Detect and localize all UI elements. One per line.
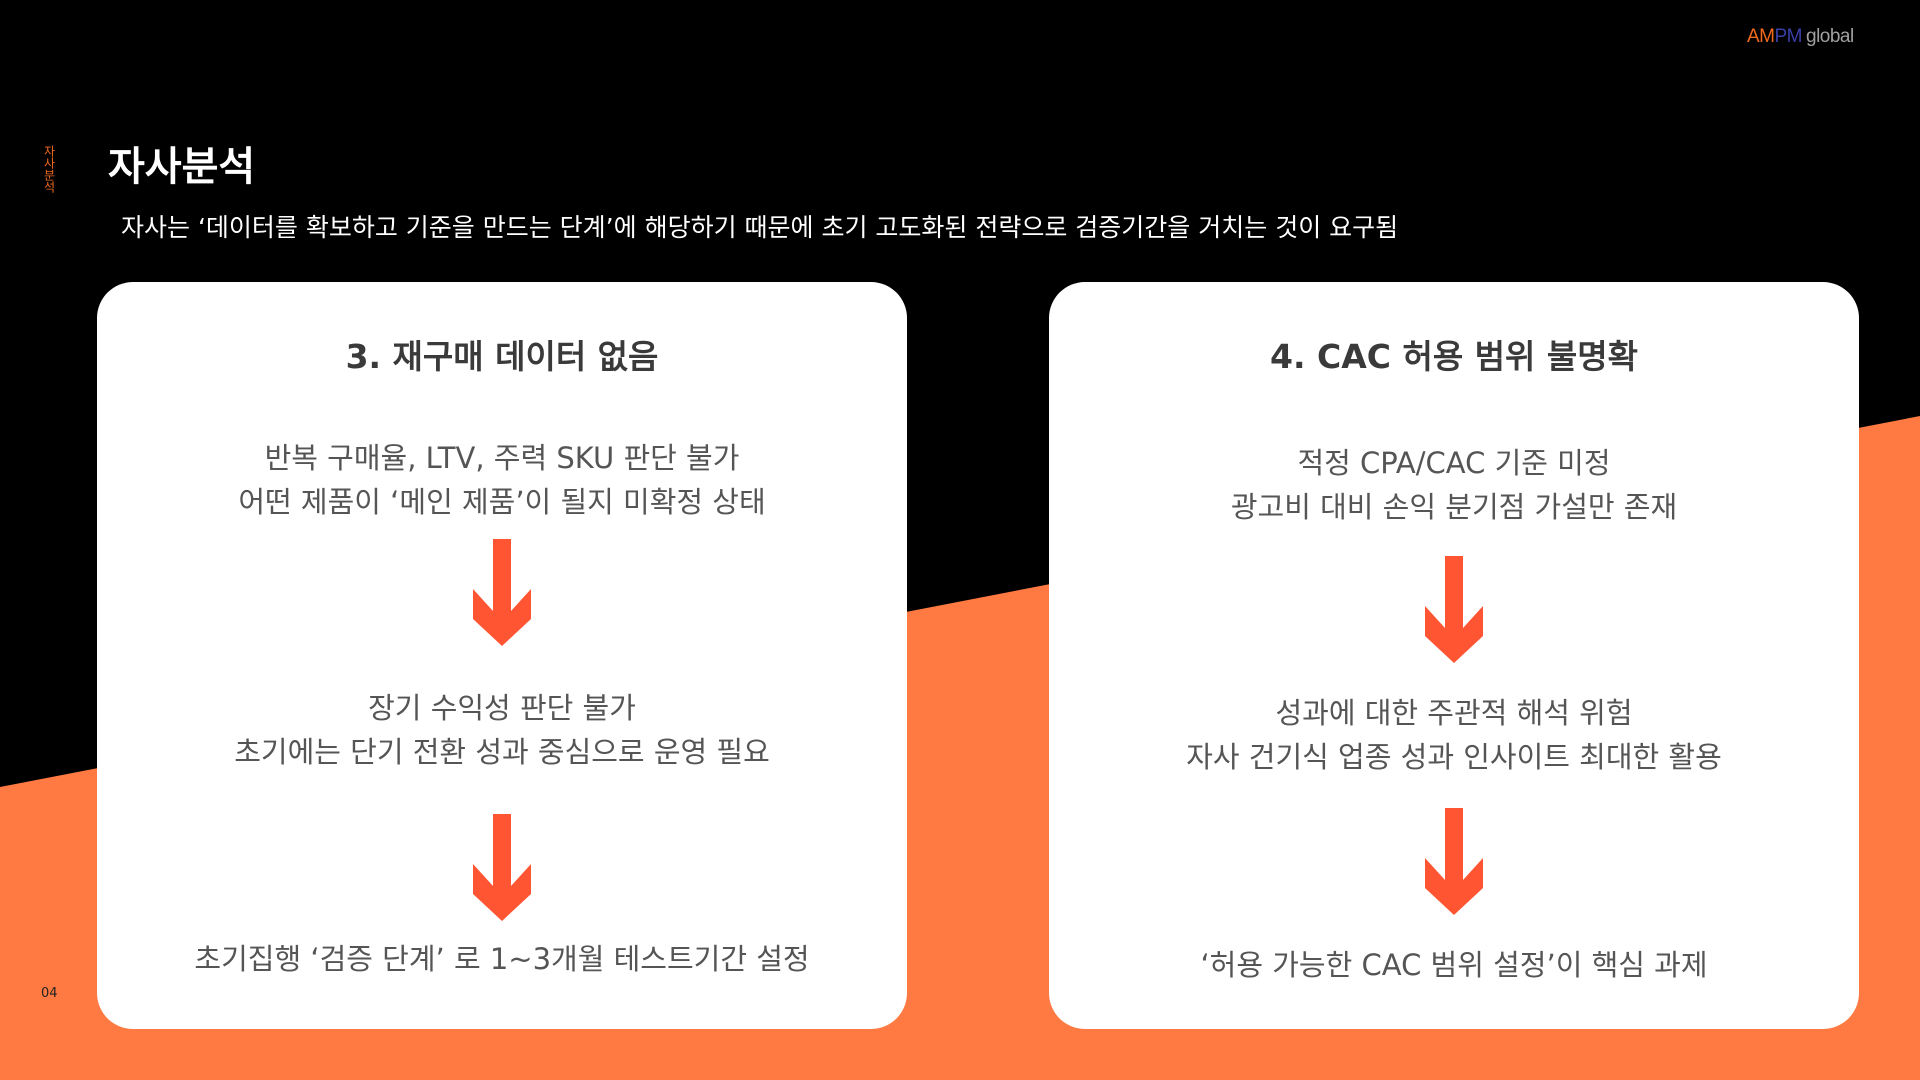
down-arrow-icon [473,539,531,646]
card-block1: 반복 구매율, LTV, 주력 SKU 판단 불가 어떤 제품이 ‘메인 제품’… [97,436,907,524]
card-block2: 성과에 대한 주관적 해석 위험 자사 건기식 업종 성과 인사이트 최대한 활… [1049,691,1859,779]
text-line: 반복 구매율, LTV, 주력 SKU 판단 불가 [264,441,740,475]
text-line: 어떤 제품이 ‘메인 제품’이 될지 미확정 상태 [238,485,766,519]
text-line: 광고비 대비 손익 분기점 가설만 존재 [1230,490,1678,524]
side-section-label: 자사분석 [42,145,56,193]
text-line: 초기에는 단기 전환 성과 중심으로 운영 필요 [234,735,770,769]
text-line: 자사 건기식 업종 성과 인사이트 최대한 활용 [1186,740,1722,774]
page-number: 04 [41,986,58,1001]
card-block2: 장기 수익성 판단 불가 초기에는 단기 전환 성과 중심으로 운영 필요 [97,686,907,774]
text-line: 장기 수익성 판단 불가 [368,691,636,725]
card-cac-range: 4. CAC 허용 범위 불명확 적정 CPA/CAC 기준 미정 광고비 대비… [1049,282,1859,1029]
text-line: 성과에 대한 주관적 해석 위험 [1275,696,1633,730]
card-conclusion: 초기집행 ‘검증 단계’ 로 1~3개월 테스트기간 설정 [194,942,810,976]
down-arrow-icon [1425,808,1483,915]
card-repurchase-data: 3. 재구매 데이터 없음 반복 구매율, LTV, 주력 SKU 판단 불가 … [97,282,907,1029]
page-title: 자사분석 [108,144,256,190]
card-heading: 3. 재구매 데이터 없음 [345,337,659,376]
card-conclusion: ‘허용 가능한 CAC 범위 설정’이 핵심 과제 [1200,948,1708,982]
card-heading: 4. CAC 허용 범위 불명확 [1270,337,1638,376]
page-subtitle: 자사는 ‘데이터를 확보하고 기준을 만드는 단계’에 해당하기 때문에 초기 … [121,213,1399,242]
down-arrow-icon [473,814,531,921]
card-block1: 적정 CPA/CAC 기준 미정 광고비 대비 손익 분기점 가설만 존재 [1049,441,1859,529]
down-arrow-icon [1425,556,1483,663]
text-line: 적정 CPA/CAC 기준 미정 [1297,446,1611,480]
